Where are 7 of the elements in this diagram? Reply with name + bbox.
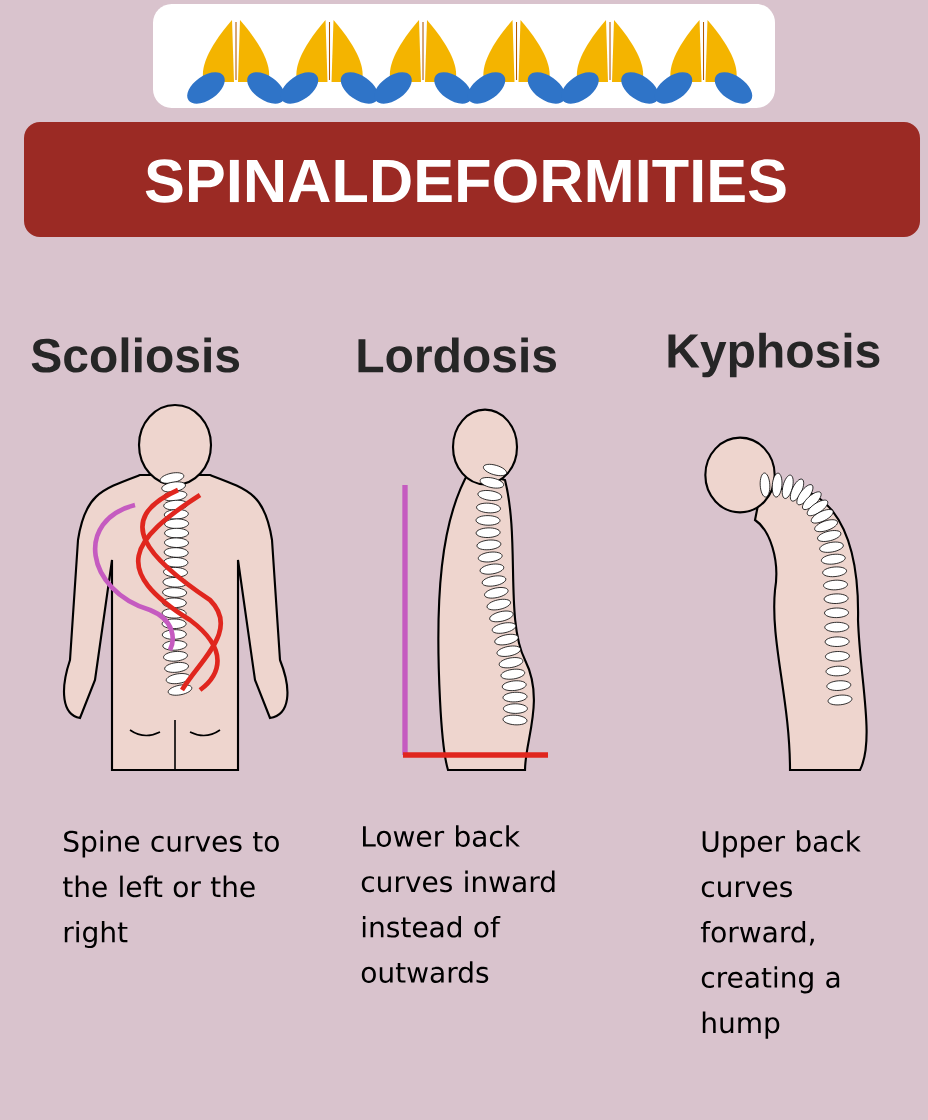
title-banner: SPINALDEFORMITIES — [24, 122, 920, 237]
description-text: Lower back curves inward instead of outwards — [361, 825, 555, 983]
section-heading: Lordosis — [358, 337, 556, 373]
section-heading: Scoliosis — [31, 337, 240, 373]
description-text: Upper back curves forward, creating a hump — [700, 830, 861, 1039]
description-text: Spine curves to the left or the right — [63, 830, 279, 949]
section-heading: Kyphosis — [668, 332, 880, 378]
